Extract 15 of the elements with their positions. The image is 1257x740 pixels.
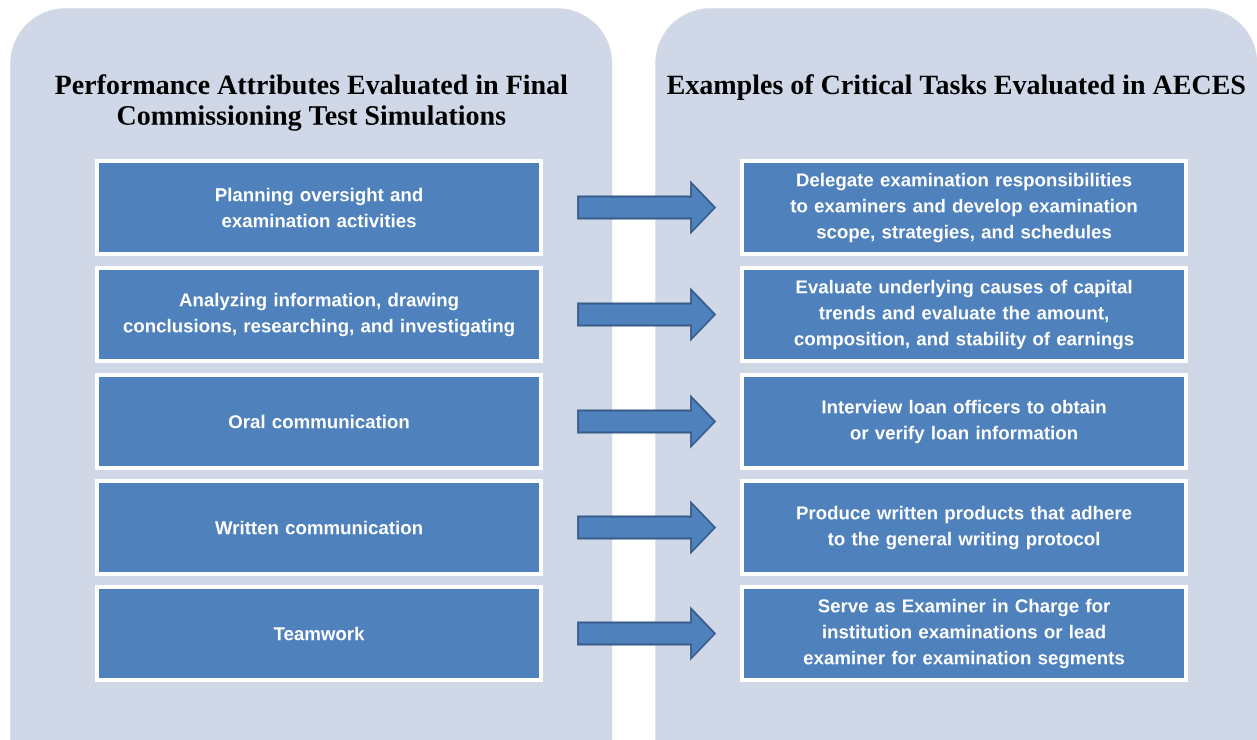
text-box: Written communication [95, 479, 543, 576]
text-box: Analyzing information, drawing conclusions, researching, and investigating [95, 266, 543, 363]
block-arrow [577, 606, 717, 661]
block-arrow [577, 500, 717, 555]
text-box: Oral communication [95, 373, 543, 470]
block-arrow [577, 287, 717, 342]
text-box: Serve as Examiner in Charge for institution examinations or lead examiner for examination segments [740, 585, 1188, 682]
text-box: Planning oversight and examination activities [95, 159, 543, 256]
block-arrow [577, 394, 717, 449]
text-box: Teamwork [95, 585, 543, 682]
text-box: Produce written products that adhere to the general writing protocol [740, 479, 1188, 576]
text-box: Interview loan officers to obtain or verify loan information [740, 373, 1188, 470]
text-box: Delegate examination responsibilities to examiners and develop examination scope, strategies, and schedules [740, 159, 1188, 256]
block-arrow [577, 180, 717, 235]
text-box: Evaluate underlying causes of capital trends and evaluate the amount, composition, and stability of earnings [740, 266, 1188, 363]
